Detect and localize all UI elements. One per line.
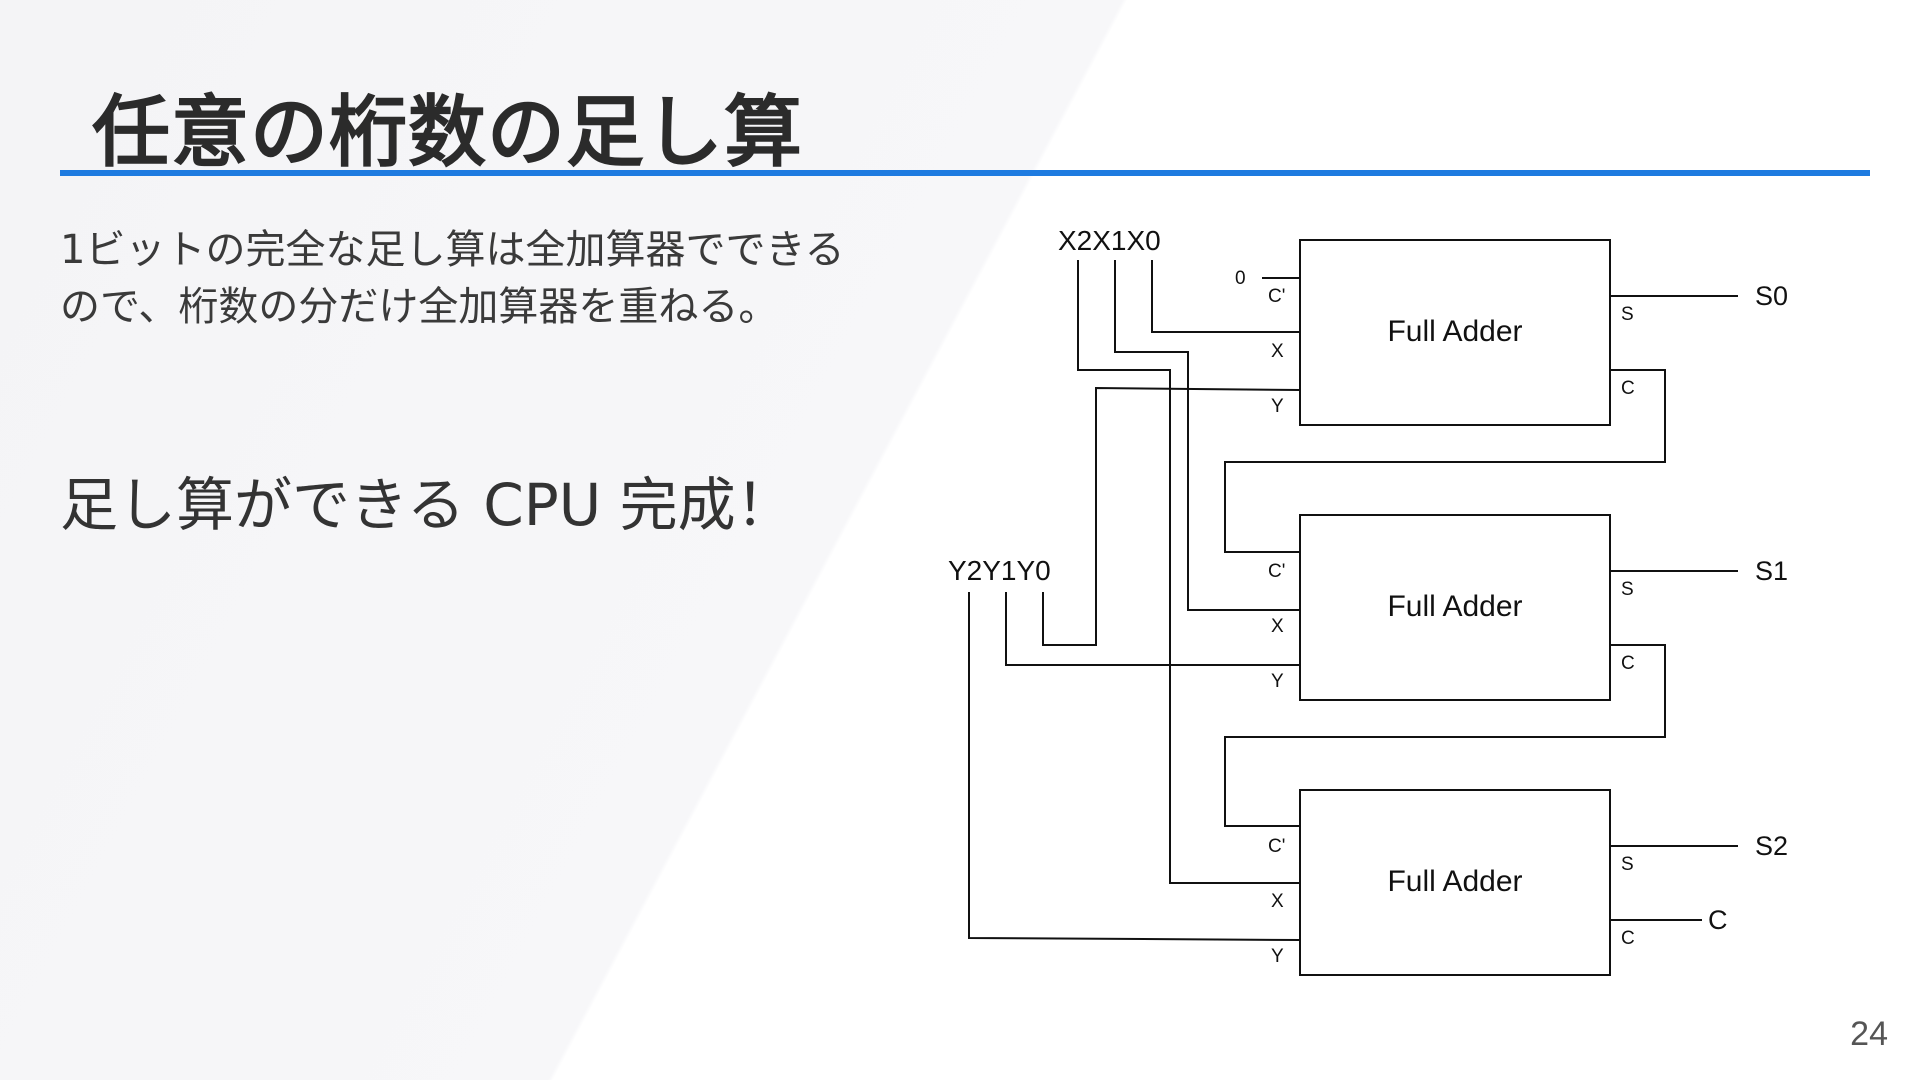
wire-y2 xyxy=(968,592,1301,941)
wire-carry-1-2 xyxy=(1224,644,1666,827)
port-cin-label: C' xyxy=(1268,836,1285,857)
wire-x2 xyxy=(1077,260,1300,884)
slide-title: 任意の桁数の足し算 xyxy=(92,88,804,178)
port-c-label: C xyxy=(1621,378,1635,399)
adder-label: Full Adder xyxy=(1387,590,1522,623)
full-adder-2: Full Adder C' X Y S C S2 xyxy=(1268,789,1788,976)
wire-y1 xyxy=(1005,592,1300,666)
x-inputs-label: X2X1X0 xyxy=(1058,225,1161,256)
wire-y0 xyxy=(1042,386,1301,646)
port-s-label: S xyxy=(1621,304,1634,325)
full-adder-1: Full Adder C' X Y S C S1 xyxy=(1268,514,1788,701)
title-underline xyxy=(60,170,1870,176)
page-number: 24 xyxy=(1850,1015,1888,1053)
port-cin-label: C' xyxy=(1268,561,1285,582)
adder-label: Full Adder xyxy=(1387,315,1522,348)
port-c-label: C xyxy=(1621,653,1635,674)
full-adder-0: Full Adder C' X Y S C S0 xyxy=(1268,239,1788,426)
port-s-label: S xyxy=(1621,579,1634,600)
adder-box xyxy=(1299,789,1611,976)
carry-in-zero-label: 0 xyxy=(1235,268,1246,289)
port-y-label: Y xyxy=(1271,671,1284,692)
wire-x0 xyxy=(1151,260,1300,333)
port-x-label: X xyxy=(1271,616,1284,637)
port-x-label: X xyxy=(1271,891,1284,912)
wire-x1 xyxy=(1114,260,1300,611)
description-text: 1ビットの完全な足し算は全加算器でできる ので、桁数の分だけ全加算器を重ねる。 xyxy=(60,222,960,336)
description-line-1: 1ビットの完全な足し算は全加算器でできる xyxy=(60,227,845,273)
wire-carry-0-1 xyxy=(1224,369,1666,553)
description-line-2: ので、桁数の分だけ全加算器を重ねる。 xyxy=(60,284,779,330)
port-s-label: S xyxy=(1621,854,1634,875)
highlight-text: 足し算ができる CPU 完成！ xyxy=(60,471,794,539)
port-x-label: X xyxy=(1271,341,1284,362)
port-y-label: Y xyxy=(1271,396,1284,417)
final-carry-label: C xyxy=(1708,905,1728,935)
adder-label: Full Adder xyxy=(1387,865,1522,898)
port-c-label: C xyxy=(1621,928,1635,949)
output-s2-label: S2 xyxy=(1755,831,1788,861)
output-s1-label: S1 xyxy=(1755,556,1788,586)
adder-box xyxy=(1299,514,1611,701)
port-y-label: Y xyxy=(1271,946,1284,967)
y-inputs-label: Y2Y1Y0 xyxy=(948,555,1051,586)
adder-box xyxy=(1299,239,1611,426)
output-s0-label: S0 xyxy=(1755,281,1788,311)
port-cin-label: C' xyxy=(1268,286,1285,307)
wires xyxy=(968,260,1738,941)
